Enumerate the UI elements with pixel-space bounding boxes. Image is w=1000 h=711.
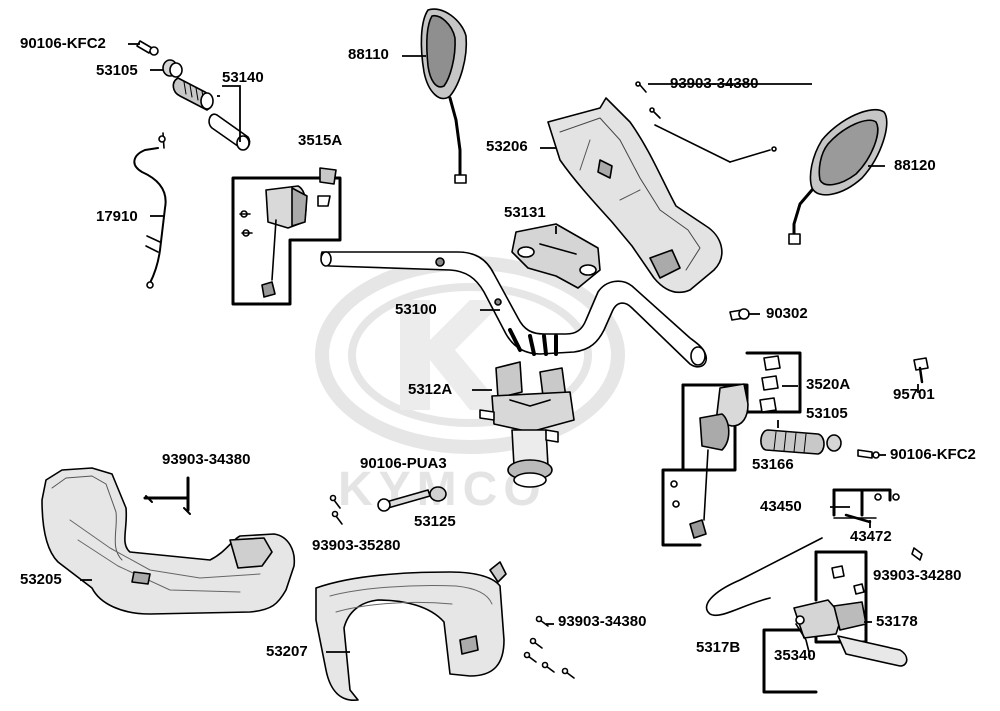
bolt-90106-kfc2-left (136, 40, 159, 56)
bolt-90106-pua3 (377, 489, 431, 512)
label-90106-pua3: 90106-PUA3 (360, 455, 447, 472)
label-88120: 88120 (894, 157, 936, 174)
label-53131: 53131 (504, 204, 546, 221)
mirror-88120 (788, 108, 888, 245)
label-93903-34280: 93903-34280 (873, 567, 962, 584)
label-53100: 53100 (395, 301, 437, 318)
end-weight-53105-left (162, 59, 183, 78)
brake-hose-43450 (705, 488, 900, 617)
screw-93903-34380-lower-left (143, 476, 191, 515)
label-53105-left: 53105 (96, 62, 138, 79)
label-43472: 43472 (850, 528, 892, 545)
screws-93903-34380-upper (635, 81, 777, 163)
label-3520a: 3520A (806, 376, 851, 393)
label-53125: 53125 (414, 513, 456, 530)
handlebar-53100 (320, 251, 708, 368)
handle-holder-5312a (479, 361, 575, 488)
lower-cover-53205 (41, 467, 296, 615)
label-95701: 95701 (893, 386, 935, 403)
switch-3520a-group (661, 351, 802, 547)
screws-93903-35280 (329, 494, 343, 525)
switch-3515a-group (231, 167, 342, 306)
label-3515a: 3515A (298, 132, 343, 149)
label-90106-kfc2-left: 90106-KFC2 (20, 35, 106, 52)
label-93903-35280: 93903-35280 (312, 537, 401, 554)
label-90106-kfc2-right: 90106-KFC2 (890, 446, 976, 463)
end-weight-53105-right (826, 434, 842, 452)
label-53178: 53178 (876, 613, 918, 630)
label-53205: 53205 (20, 571, 62, 588)
label-35340: 35340 (774, 647, 816, 664)
mirror-88110 (420, 8, 468, 184)
label-53166: 53166 (752, 456, 794, 473)
upper-cover-53206 (547, 97, 723, 294)
screw-93903-34280 (911, 547, 923, 561)
label-53207: 53207 (266, 643, 308, 660)
grip-53140 (172, 77, 251, 151)
label-93903-34380-right: 93903-34380 (558, 613, 647, 630)
label-93903-34380-left: 93903-34380 (162, 451, 251, 468)
bolt-90106-kfc2-right (857, 449, 880, 459)
front-cover-53207 (315, 561, 507, 701)
label-53140: 53140 (222, 69, 264, 86)
leader-lines (80, 43, 919, 653)
label-43450: 43450 (760, 498, 802, 515)
bolt-95701 (913, 357, 929, 384)
throttle-cable-17910 (133, 132, 167, 289)
nut-53125 (429, 486, 447, 502)
screws-93903-34380-lower-right (523, 615, 575, 679)
brake-lever-group-5317b (762, 550, 908, 694)
label-5312a: 5312A (408, 381, 453, 398)
label-88110: 88110 (348, 46, 389, 63)
label-53105-right: 53105 (806, 405, 848, 422)
label-93903-34380-upper: 93903-34380 (670, 75, 759, 92)
label-5317b: 5317B (696, 639, 741, 656)
holder-53131 (511, 223, 601, 289)
label-53206: 53206 (486, 138, 528, 155)
label-90302: 90302 (766, 305, 808, 322)
grip-53166 (760, 429, 825, 455)
label-17910: 17910 (96, 208, 138, 225)
bolt-90302 (729, 308, 750, 321)
